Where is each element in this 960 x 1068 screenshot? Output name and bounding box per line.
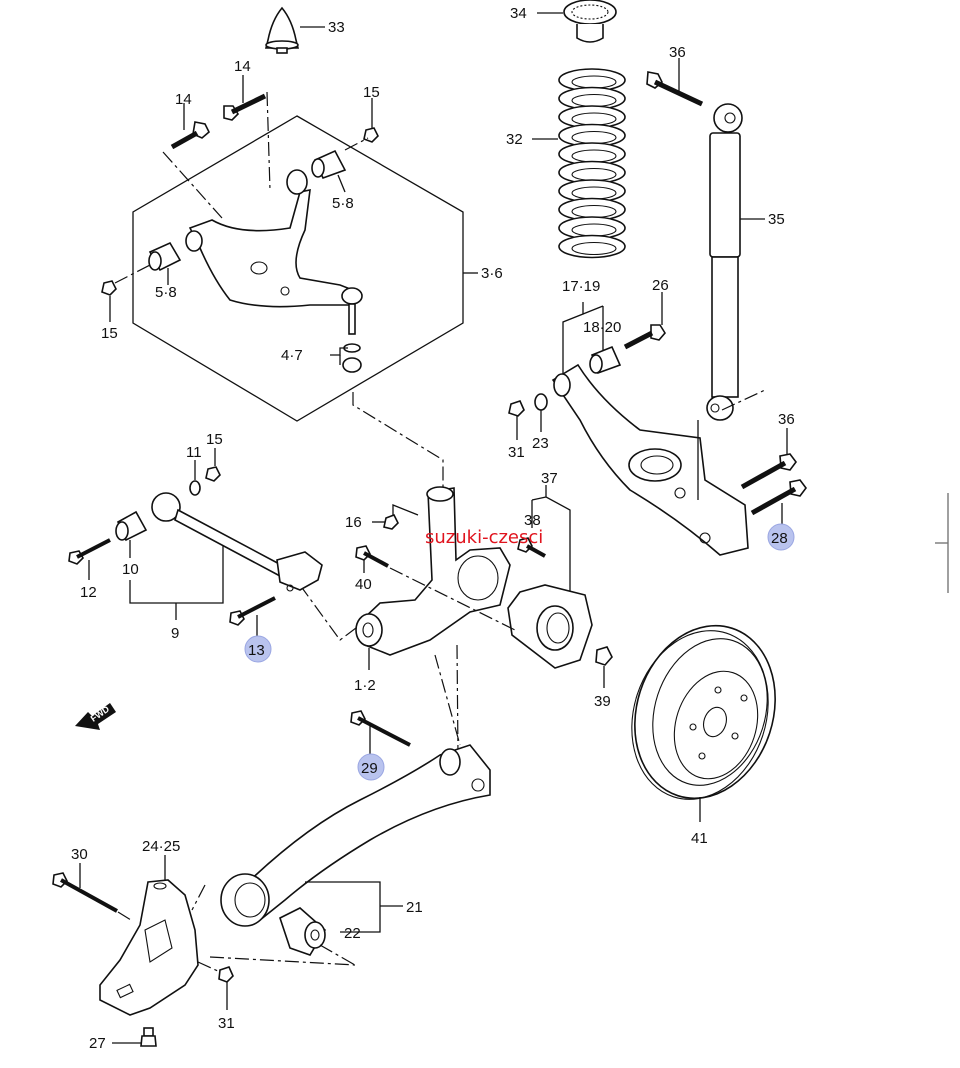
callout-27: 27 (89, 1035, 106, 1052)
callout-36-top: 36 (669, 44, 686, 61)
nut-part[interactable] (363, 127, 379, 143)
callout-11: 11 (186, 444, 202, 461)
shock-absorber-part[interactable] (706, 103, 743, 421)
spring-coil-inner (571, 241, 617, 256)
callout-40: 40 (355, 576, 372, 593)
callout-5-8-left: 5·8 (155, 284, 177, 301)
callout-12: 12 (80, 584, 97, 601)
callout-38: 38 (524, 512, 541, 529)
callout-36-lower: 36 (778, 411, 795, 428)
callout-17-19: 17·19 (562, 278, 600, 295)
callout-32: 32 (506, 131, 523, 148)
bolt-part[interactable] (750, 479, 807, 516)
lateral-rod-part[interactable] (151, 492, 323, 592)
callout-4-7: 4·7 (281, 347, 303, 364)
lower-control-arm-part[interactable] (551, 363, 749, 556)
hub-nut-part[interactable] (595, 646, 613, 666)
callout-23: 23 (532, 435, 549, 452)
callout-24-25: 24·25 (142, 838, 180, 855)
spring-seat-part[interactable] (563, 0, 617, 43)
callout-5-8-right: 5·8 (332, 195, 354, 212)
bolt-part[interactable] (68, 538, 111, 565)
bolt-part[interactable] (52, 872, 118, 913)
nut-part[interactable] (383, 513, 399, 530)
brake-drum-part[interactable] (611, 607, 797, 817)
callout-10: 10 (122, 561, 139, 578)
callout-14-right: 14 (234, 58, 251, 75)
callout-39: 39 (594, 693, 611, 710)
callout-26: 26 (652, 277, 669, 294)
callout-33: 33 (328, 19, 345, 36)
bushing-part[interactable] (279, 907, 327, 956)
bolt-part[interactable] (646, 71, 704, 107)
highlight-28[interactable] (767, 523, 795, 551)
bolt-part[interactable] (223, 93, 267, 121)
bushing-part[interactable] (148, 241, 182, 272)
callout-9: 9 (171, 625, 179, 642)
callout-22: 22 (344, 925, 361, 942)
callout-14-left: 14 (175, 91, 192, 108)
callout-15-rod: 15 (206, 431, 223, 448)
callout-31-top: 31 (508, 444, 525, 461)
callout-1-2: 1·2 (354, 677, 376, 694)
callout-31-lower: 31 (218, 1015, 235, 1032)
coil-spring-part[interactable] (558, 68, 626, 259)
bolt-part[interactable] (740, 453, 797, 490)
highlight-13[interactable] (244, 635, 272, 663)
bushing-part[interactable] (115, 510, 148, 542)
callout-41: 41 (691, 830, 708, 847)
callout-15-left: 15 (101, 325, 118, 342)
callout-13[interactable]: 13 (248, 642, 265, 659)
bushing-part[interactable] (589, 345, 622, 375)
callout-29[interactable]: 29 (361, 760, 378, 777)
nut-part[interactable] (205, 466, 221, 482)
callout-35: 35 (768, 211, 785, 228)
bushing-part[interactable] (311, 149, 347, 180)
callout-30: 30 (71, 846, 88, 863)
highlight-29[interactable] (357, 753, 385, 781)
washer-part[interactable] (534, 393, 548, 411)
nut-part[interactable] (101, 280, 117, 296)
callout-37: 37 (541, 470, 558, 487)
callout-15-top: 15 (363, 84, 380, 101)
trailing-arm-part[interactable] (220, 744, 491, 927)
bolt-part[interactable] (623, 324, 666, 350)
callout-21: 21 (406, 899, 423, 916)
bolt-part[interactable] (350, 710, 411, 747)
hub-bolt-part[interactable] (517, 537, 546, 558)
callout-28[interactable]: 28 (771, 530, 788, 547)
callout-18-20: 18·20 (583, 319, 621, 336)
callout-34: 34 (510, 5, 527, 22)
washer-part[interactable] (189, 480, 201, 496)
callout-16: 16 (345, 514, 362, 531)
nut-part[interactable] (508, 400, 525, 417)
nut-part[interactable] (218, 966, 234, 983)
bracket-part[interactable] (99, 879, 199, 1016)
bolt-part[interactable] (170, 121, 210, 150)
wheel-hub-part[interactable] (507, 584, 593, 669)
forward-direction-arrow-icon: FWD (75, 703, 116, 730)
bump-stop-part[interactable] (264, 6, 300, 54)
watermark-text: suzuki-czesci (425, 527, 543, 548)
group-outline-upper-arm (132, 115, 464, 422)
callout-3-6: 3·6 (481, 265, 503, 282)
stud-bolt-part[interactable] (140, 1027, 157, 1047)
upper-control-arm-part[interactable] (185, 169, 363, 335)
bolt-part[interactable] (229, 596, 276, 626)
bolt-part[interactable] (355, 545, 389, 568)
knuckle-part[interactable] (355, 486, 511, 656)
